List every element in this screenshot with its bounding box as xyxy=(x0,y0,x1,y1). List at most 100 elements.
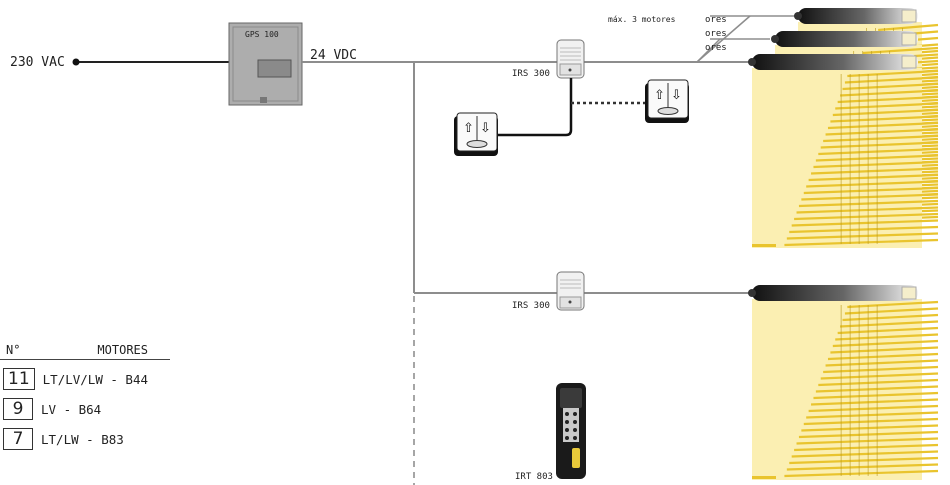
legend-col-motors: MOTORES xyxy=(97,343,148,357)
blind-bracket xyxy=(901,286,917,300)
blind-slat xyxy=(786,463,939,471)
blind-slat xyxy=(801,424,939,432)
blind-slat xyxy=(835,102,939,110)
blind-slat xyxy=(803,417,939,426)
motor-feed-2b xyxy=(696,38,721,63)
blind-bracket xyxy=(901,55,917,69)
motor-end-cap xyxy=(748,58,756,66)
blind-slat xyxy=(837,95,939,104)
legend-row-motors: LT/LW - B83 xyxy=(41,431,124,447)
legend-row-number: 7 xyxy=(3,428,33,450)
blind-slat xyxy=(784,469,939,478)
receiver-top-label: IRS 300 xyxy=(512,69,550,79)
legend-row: 7 LT/LW - B83 xyxy=(0,428,190,450)
blind-slat xyxy=(791,219,939,227)
max-motors-label: máx. 3 motores xyxy=(608,15,676,24)
svg-text:⇧: ⇧ xyxy=(463,121,474,136)
blind-slat xyxy=(786,232,939,240)
mains-terminal xyxy=(72,58,80,66)
blind-slat xyxy=(837,326,939,335)
input-voltage-label: 230 VAC xyxy=(10,55,65,70)
blind-slat xyxy=(806,411,939,419)
blind-slat xyxy=(818,147,939,156)
blind-slat xyxy=(789,225,939,234)
svg-text:⇩: ⇩ xyxy=(671,88,682,103)
switch-wire-solid xyxy=(497,78,573,137)
blind-bracket xyxy=(901,9,917,23)
blind-bottom-rail xyxy=(752,476,776,479)
blind-slat xyxy=(791,450,939,458)
legend-row: 9 LV - B64 xyxy=(0,398,190,420)
blind-slat xyxy=(823,365,939,374)
blind-slat xyxy=(798,430,939,439)
blind-slat xyxy=(827,352,939,361)
switch-right-icon: ⇧ ⇩ xyxy=(645,79,689,123)
blind-slat xyxy=(844,76,939,84)
blind-slat xyxy=(820,141,939,149)
blind-roller xyxy=(752,285,918,301)
blind-slat xyxy=(844,307,939,315)
legend-row-motors: LT/LV/LW - B44 xyxy=(42,371,148,387)
blind-bracket xyxy=(901,32,917,46)
blind-slat xyxy=(827,121,939,130)
blind-bottom-rail xyxy=(752,244,776,247)
motor-end-cap xyxy=(748,289,756,297)
blind-bottom xyxy=(748,285,939,480)
power-supply-label: GPS 100 xyxy=(245,30,279,39)
blind-slat xyxy=(823,134,939,143)
legend-header: N° MOTORES xyxy=(0,343,170,360)
blind-lower xyxy=(748,285,939,480)
blind-slat xyxy=(842,82,939,91)
blind-slat xyxy=(878,23,939,32)
legend-col-number: N° xyxy=(6,343,21,357)
blind-slat xyxy=(813,391,939,400)
svg-text:⇩: ⇩ xyxy=(480,121,491,136)
blind-slat xyxy=(840,89,939,97)
blind-slat xyxy=(820,372,939,380)
blind-slat xyxy=(794,443,939,452)
legend-row-motors: LV - B64 xyxy=(41,401,102,417)
legend-row: 11 LT/LV/LW - B44 xyxy=(0,368,190,390)
svg-text:⇧: ⇧ xyxy=(654,88,665,103)
switch-left-icon: ⇧ ⇩ xyxy=(454,112,498,156)
legend-row-number: 11 xyxy=(3,368,35,390)
blind-roller xyxy=(752,54,918,70)
blind-slat xyxy=(840,320,939,328)
blind-slat xyxy=(818,378,939,387)
blind-slat xyxy=(794,212,939,221)
blind-slat xyxy=(813,160,939,169)
power-supply-gps100: GPS 100 xyxy=(228,22,303,106)
blind-slat xyxy=(789,456,939,465)
receiver-irs300-bottom: IRS 300 xyxy=(512,271,585,311)
blind-slat xyxy=(825,128,939,136)
receiver-bottom-label: IRS 300 xyxy=(512,301,550,311)
receiver-irs300-top: IRS 300 xyxy=(512,39,585,79)
legend-row-number: 9 xyxy=(3,398,33,420)
blind-slat xyxy=(796,206,939,214)
motor-legend: N° MOTORES 11 LT/LV/LW - B44 9 LV - B64 … xyxy=(0,343,190,450)
blind-roller xyxy=(775,31,918,47)
blind-slat xyxy=(810,398,939,406)
blind-slat xyxy=(798,199,939,208)
motor-end-cap xyxy=(771,35,779,43)
output-voltage-label: 24 VDC xyxy=(310,48,357,63)
blind-slat xyxy=(796,437,939,445)
motor-tag-2: ores xyxy=(705,29,727,39)
blinds-stack-upper xyxy=(748,8,939,248)
blind-slat xyxy=(830,115,939,123)
remote-icon: IRT 803 xyxy=(515,383,586,482)
blind-slat xyxy=(810,167,939,175)
blind-slat xyxy=(784,238,939,247)
motor-tag-3: ores xyxy=(705,43,727,53)
blind-slat xyxy=(808,404,939,413)
blind-slat xyxy=(835,333,939,341)
blind-slat xyxy=(801,193,939,201)
blind-slat xyxy=(830,346,939,354)
blind-slat xyxy=(842,313,939,322)
blind-slat xyxy=(803,186,939,195)
blind-slat xyxy=(806,180,939,188)
blind-front xyxy=(748,54,939,248)
motor-tag-1: ores xyxy=(705,15,727,25)
blind-roller xyxy=(798,8,918,24)
